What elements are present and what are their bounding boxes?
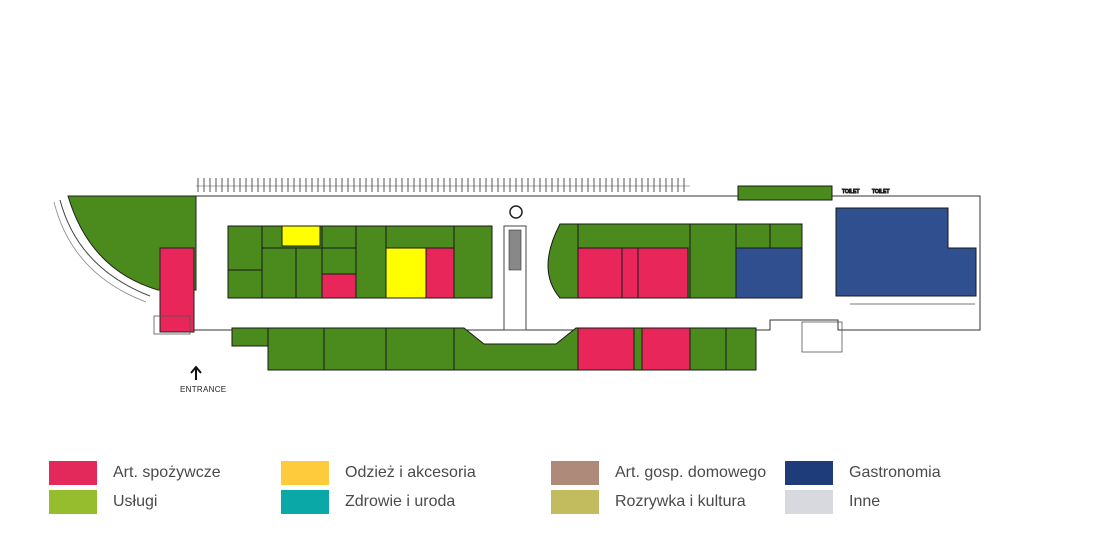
legend-swatch-clothing — [281, 461, 329, 485]
legend-swatch-entertainment — [551, 490, 599, 514]
legend-swatch-health — [281, 490, 329, 514]
entrance-marker: ENTRANCE — [180, 365, 226, 394]
toilet-label-1: TOILET — [842, 189, 859, 195]
floor-plan-map: TOILET TOILET ENTRANCE — [53, 178, 981, 394]
legend-label-services: Usługi — [113, 493, 158, 510]
legend-swatch-other — [785, 490, 833, 514]
toilet-label-2: TOILET — [872, 189, 889, 195]
legend-swatch-food — [49, 461, 97, 485]
legend-label-health: Zdrowie i uroda — [345, 493, 456, 510]
legend-swatch-gastronomy — [785, 461, 833, 485]
legend-label-clothing: Odzież i akcesoria — [345, 464, 476, 481]
legend-swatch-household — [551, 461, 599, 485]
legend-item-gastronomy: Gastronomia — [785, 460, 941, 486]
block-food-court: TOILET TOILET — [737, 185, 977, 297]
legend-item-clothing: Odzież i akcesoria — [281, 460, 476, 486]
block-upper-left — [227, 225, 493, 299]
legend-item-entertainment: Rozrywka i kultura — [551, 489, 746, 515]
block-upper-right — [547, 223, 803, 299]
legend-item-services: Usługi — [49, 489, 157, 515]
legend-item-other: Inne — [785, 489, 880, 515]
legend-label-food: Art. spożywcze — [113, 464, 221, 481]
legend-item-food: Art. spożywcze — [49, 460, 221, 486]
entrance-label: ENTRANCE — [180, 385, 226, 394]
escalator — [503, 205, 527, 331]
legend-item-household: Art. gosp. domowego — [551, 460, 766, 486]
block-lower — [231, 327, 757, 371]
legend-label-gastronomy: Gastronomia — [849, 464, 941, 481]
legend-label-entertainment: Rozrywka i kultura — [615, 493, 746, 510]
legend-item-health: Zdrowie i uroda — [281, 489, 455, 515]
legend-label-household: Art. gosp. domowego — [615, 464, 767, 481]
legend-label-other: Inne — [849, 493, 881, 510]
legend-swatch-services — [49, 490, 97, 514]
parking-stripes — [196, 178, 690, 192]
store-left-food — [159, 247, 195, 333]
